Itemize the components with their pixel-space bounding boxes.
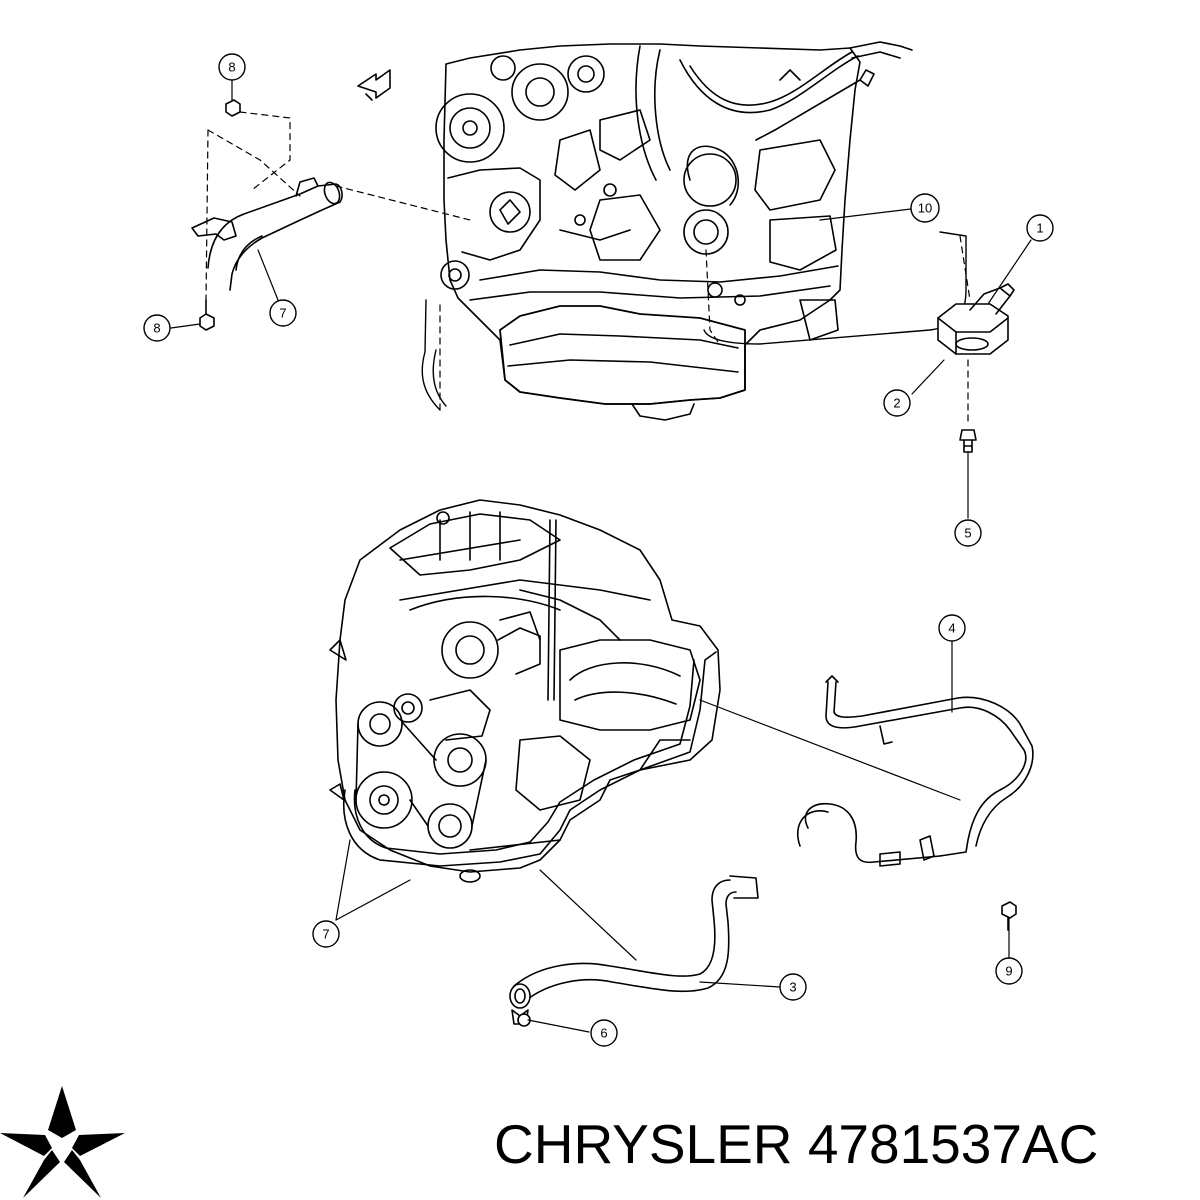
- lower-engine-illustration: [329, 499, 721, 873]
- front-direction-arrow-icon: [357, 69, 391, 101]
- svg-text:8: 8: [228, 60, 235, 75]
- tube-bracket-bolt: [1001, 901, 1017, 931]
- callout-4: 4: [938, 614, 966, 642]
- callout-7-upper: 7: [269, 299, 297, 327]
- callout-8-top: 8: [218, 53, 246, 81]
- callout-2: 2: [883, 389, 911, 417]
- part-caption: CHRYSLER 4781537AC: [494, 1112, 1098, 1176]
- oil-cooler: [937, 283, 1015, 355]
- brand-name: CHRYSLER: [494, 1113, 793, 1175]
- callout-1: 1: [1026, 214, 1054, 242]
- svg-text:6: 6: [600, 1026, 607, 1041]
- callout-3: 3: [779, 973, 807, 1001]
- callout-6: 6: [590, 1019, 618, 1047]
- lower-heater-hose: [343, 651, 717, 883]
- callout-9: 9: [995, 957, 1023, 985]
- upper-cooler-line: [421, 231, 967, 411]
- hose-bracket-bolt-upper: [225, 99, 241, 117]
- svg-text:9: 9: [1005, 964, 1012, 979]
- callout-bubbles: 1 2 3 4 5 6 7 7: [143, 53, 1054, 1047]
- callout-10: 10: [910, 193, 940, 223]
- upper-engine-illustration: [435, 41, 913, 421]
- svg-text:8: 8: [153, 321, 160, 336]
- svg-text:1: 1: [1036, 221, 1043, 236]
- callout-5: 5: [954, 519, 982, 547]
- oil-cooler-bolt: [959, 429, 977, 453]
- callout-leader-lines: [170, 79, 1032, 1033]
- svg-text:10: 10: [918, 201, 932, 216]
- callout-8-left: 8: [143, 314, 171, 342]
- svg-text:5: 5: [964, 526, 971, 541]
- upper-leader-lines: [205, 111, 971, 426]
- svg-text:7: 7: [279, 306, 286, 321]
- chrysler-pentastar-icon: [0, 1086, 125, 1198]
- callout-7-lower: 7: [312, 920, 340, 948]
- svg-text:7: 7: [322, 927, 329, 942]
- svg-text:2: 2: [893, 396, 900, 411]
- svg-text:3: 3: [789, 980, 796, 995]
- oil-cooler-tube-assembly: [796, 675, 1034, 867]
- part-number: 4781537AC: [807, 1113, 1099, 1175]
- hose-bracket-bolt-lower: [199, 299, 215, 331]
- svg-text:4: 4: [948, 621, 955, 636]
- heater-hose-assembly: [509, 875, 759, 1025]
- upper-heater-hose: [191, 177, 343, 291]
